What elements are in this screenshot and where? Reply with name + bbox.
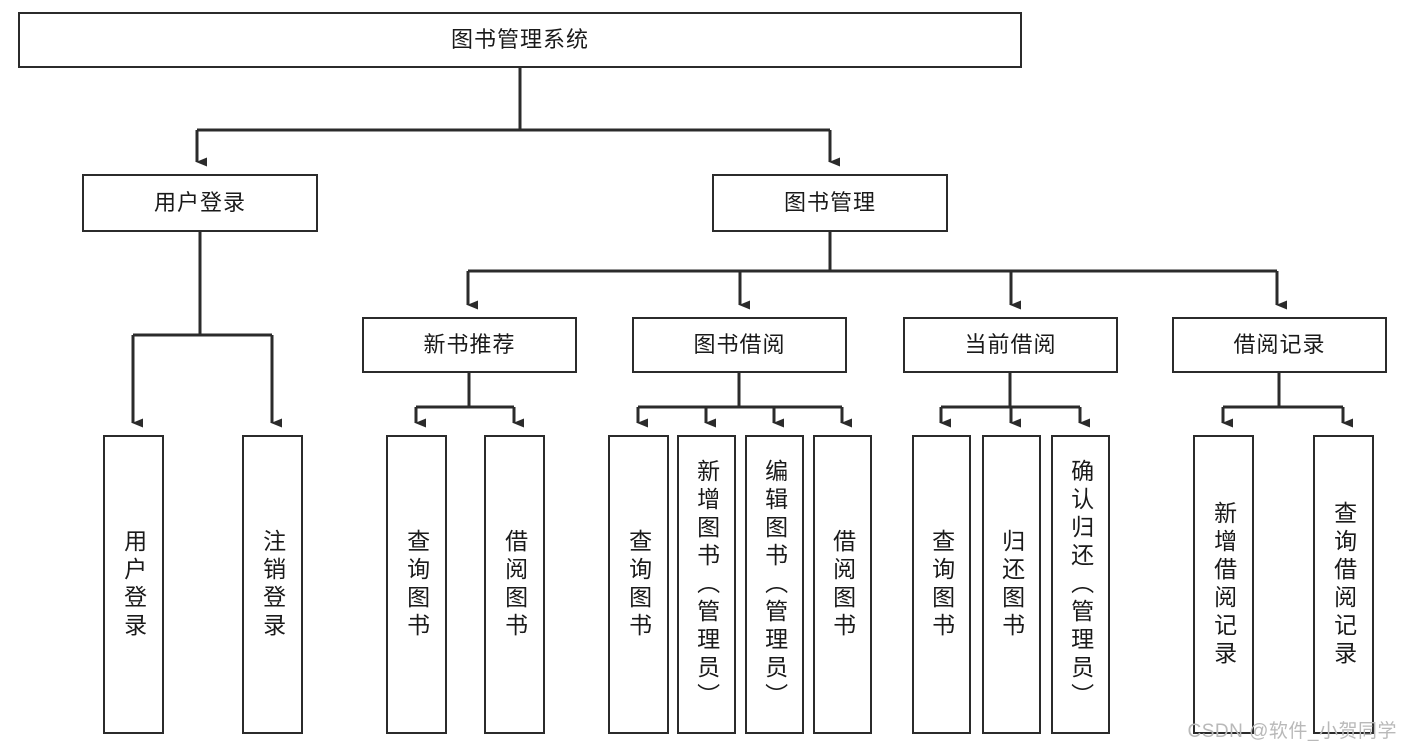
- node-label-leaf-confirm-return-admin: 确认归还（管理员）: [1067, 458, 1094, 711]
- node-borrow-record[interactable]: 借阅记录: [1172, 317, 1387, 373]
- node-leaf-confirm-return-admin[interactable]: 确认归还（管理员）: [1051, 435, 1110, 734]
- node-leaf-query-borrow-record[interactable]: 查询借阅记录: [1313, 435, 1374, 734]
- node-leaf-query-book-1[interactable]: 查询图书: [386, 435, 447, 734]
- node-leaf-query-book-3[interactable]: 查询图书: [912, 435, 971, 734]
- connector-lines: [131, 68, 1353, 428]
- node-leaf-return-book[interactable]: 归还图书: [982, 435, 1041, 734]
- node-label-leaf-user-login: 用户登录: [120, 528, 147, 641]
- node-book-borrow[interactable]: 图书借阅: [632, 317, 847, 373]
- node-leaf-edit-book-admin[interactable]: 编辑图书（管理员）: [745, 435, 804, 734]
- node-label-borrow-record: 借阅记录: [1233, 331, 1326, 357]
- node-label-leaf-add-book-admin: 新增图书（管理员）: [693, 458, 720, 711]
- node-leaf-borrow-book-2[interactable]: 借阅图书: [813, 435, 872, 734]
- node-book-manage[interactable]: 图书管理: [712, 174, 948, 232]
- node-label-leaf-user-logout: 注销登录: [259, 528, 286, 641]
- node-label-new-book-rec: 新书推荐: [423, 331, 516, 357]
- node-user-login[interactable]: 用户登录: [82, 174, 318, 232]
- node-label-leaf-borrow-book-2: 借阅图书: [829, 528, 856, 641]
- node-leaf-user-logout[interactable]: 注销登录: [242, 435, 303, 734]
- node-label-leaf-edit-book-admin: 编辑图书（管理员）: [761, 458, 788, 711]
- node-leaf-add-book-admin[interactable]: 新增图书（管理员）: [677, 435, 736, 734]
- node-root[interactable]: 图书管理系统: [18, 12, 1022, 68]
- node-current-borrow[interactable]: 当前借阅: [903, 317, 1118, 373]
- node-new-book-rec[interactable]: 新书推荐: [362, 317, 577, 373]
- node-label-leaf-query-borrow-record: 查询借阅记录: [1330, 500, 1357, 669]
- node-label-book-manage: 图书管理: [783, 189, 876, 215]
- node-label-book-borrow: 图书借阅: [693, 331, 786, 357]
- node-label-leaf-query-book-2: 查询图书: [625, 528, 652, 641]
- node-label-leaf-add-borrow-record: 新增借阅记录: [1210, 500, 1237, 669]
- node-leaf-query-book-2[interactable]: 查询图书: [608, 435, 669, 734]
- node-label-root: 图书管理系统: [450, 26, 589, 52]
- node-leaf-add-borrow-record[interactable]: 新增借阅记录: [1193, 435, 1254, 734]
- node-leaf-user-login[interactable]: 用户登录: [103, 435, 164, 734]
- node-label-leaf-query-book-1: 查询图书: [403, 528, 430, 641]
- node-label-leaf-return-book: 归还图书: [998, 528, 1025, 641]
- node-label-leaf-query-book-3: 查询图书: [928, 528, 955, 641]
- node-label-current-borrow: 当前借阅: [964, 331, 1057, 357]
- node-label-user-login: 用户登录: [153, 189, 246, 215]
- node-label-leaf-borrow-book-1: 借阅图书: [501, 528, 528, 641]
- node-leaf-borrow-book-1[interactable]: 借阅图书: [484, 435, 545, 734]
